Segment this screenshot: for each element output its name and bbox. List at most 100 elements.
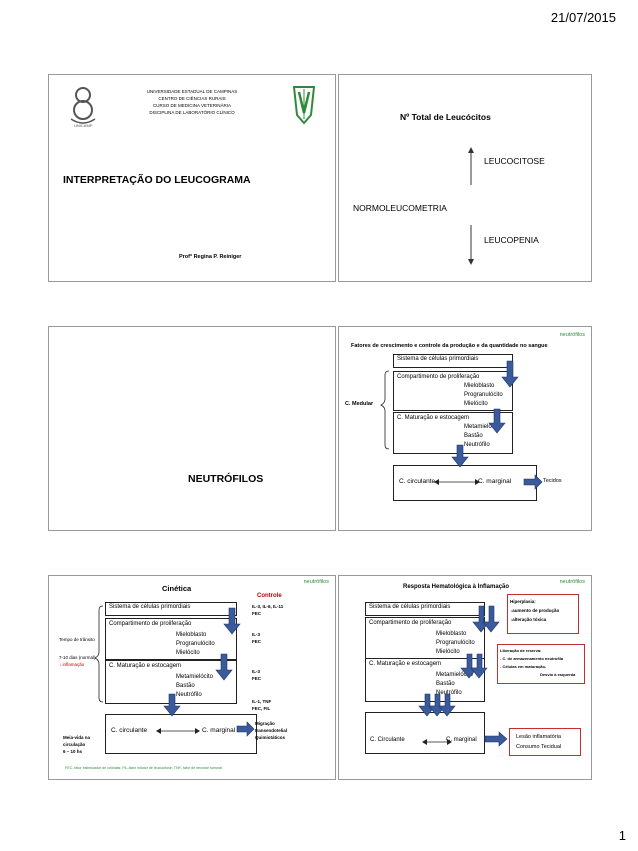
half-life-line: circulação — [63, 742, 86, 747]
cell-label: Bastão — [176, 683, 195, 689]
circ-label: C. Circulante — [370, 737, 405, 743]
maturation-box: C. Maturação e estocagem Metamielócito B… — [365, 658, 485, 702]
prolif-cells: Mieloblasto Progranulócito Mielócito — [464, 382, 503, 409]
cell-label: Neutrófilo — [464, 442, 490, 448]
marg-label: C. marginal — [202, 727, 236, 734]
slide-neutrophils: NEUTRÓFILOS — [48, 326, 336, 531]
marg-label: C. marginal — [446, 737, 477, 743]
footnote: FEC- fator estimulador de colônias; FIL-… — [65, 766, 222, 770]
stem-cell-box: Sistema de células primordiais — [393, 354, 513, 368]
hyperplasia-line: ↓aumento de produção — [510, 608, 560, 613]
matur-cells: Metamielócito Bastão Neutrófilo — [436, 671, 473, 698]
cell-label: Mielócito — [436, 649, 460, 655]
cell-label: Mielócito — [176, 650, 200, 656]
migration-line: Migração — [255, 721, 275, 726]
circulation-box: C. circulante C. marginal — [393, 465, 537, 501]
institution-line: DISCIPLINA DE LABORATÓRIO CLÍNICO — [149, 110, 235, 115]
unicamp-logo-icon — [70, 87, 96, 124]
stem-label: Sistema de células primordiais — [369, 604, 451, 610]
slide-title-text: INTERPRETAÇÃO DO LEUCOGRAMA — [63, 174, 251, 186]
cell-label: Mieloblasto — [464, 383, 495, 389]
proliferation-box: Compartimento de proliferação Mieloblast… — [393, 371, 513, 411]
cell-label: Metamielócito — [464, 424, 502, 430]
cell-label: Progranulócito — [176, 641, 215, 647]
inflammation-note: ↓ inflamação — [59, 662, 85, 667]
reserve-release-box: Liberação de reserva: - C. de armazename… — [497, 644, 585, 684]
half-life-line: 6 – 10 hs — [63, 749, 83, 754]
matur-label: C. Maturação e estocagem — [109, 663, 182, 669]
prolif-label: Compartimento de proliferação — [109, 621, 192, 627]
matur-label: C. Maturação e estocagem — [397, 415, 470, 421]
slide2-title: Nº Total de Leucócitos — [400, 112, 491, 122]
migration-note: Migração transendotelial Quimiotáticos — [255, 720, 287, 741]
half-life-line: Meia-vida na — [63, 735, 91, 740]
prolif-label: Compartimento de proliferação — [397, 374, 480, 380]
topic-tag: neutrófilos — [559, 579, 585, 585]
slide3-title: NEUTRÓFILOS — [188, 473, 264, 485]
control-il3-b: IL-3 FEC — [252, 631, 261, 645]
cell-label: Mieloblasto — [436, 631, 467, 637]
institution-line: UNIVERSIDADE ESTADUAL DE CAMPINAS — [146, 89, 238, 94]
stem-cell-box: Sistema de células primordiais — [365, 602, 485, 616]
migration-line: transendotelial — [255, 728, 288, 733]
prolif-cells: Mieloblasto Progranulócito Mielócito — [176, 631, 215, 658]
topic-tag: neutrófilos — [303, 579, 329, 585]
slide6-title: Resposta Hematológica à Inflamação — [403, 584, 510, 590]
cell-label: Neutrófilo — [176, 692, 202, 698]
stem-cell-box: Sistema de células primordiais — [105, 602, 237, 616]
reserve-release-text: Liberação de reserva: - C. de armazename… — [500, 647, 575, 679]
response-arrows-icon — [418, 605, 508, 747]
circulation-box: C. Circulante C. marginal — [365, 712, 485, 754]
cell-label: Bastão — [464, 433, 483, 439]
prolif-cells: Mieloblasto Progranulócito Mielócito — [436, 630, 475, 657]
control-label: Controle — [257, 593, 282, 599]
range-arrows-icon — [468, 147, 474, 265]
hyperplasia-line: Hiperplasia: — [510, 599, 536, 604]
control-factor: FEC — [252, 676, 261, 681]
control-il1: IL-1, TNF FEC, FIL — [252, 698, 271, 712]
transit-label: Tempo de trânsito — [59, 637, 95, 642]
cell-label: Neutrófilo — [436, 690, 462, 696]
marg-label: C. marginal — [478, 478, 512, 485]
cell-label: Metamielócito — [436, 672, 474, 678]
normoleucometria-label: NORMOLEUCOMETRIA — [353, 203, 447, 213]
release-line: Liberação de reserva: — [500, 648, 542, 653]
document-date: 21/07/2015 — [550, 10, 616, 25]
release-line: - Células em maturação- — [500, 664, 547, 669]
stem-label: Sistema de células primordiais — [109, 604, 191, 610]
circ-label: C. circulante — [399, 478, 436, 485]
cell-label: Progranulócito — [464, 392, 503, 398]
prolif-label: Compartimento de proliferação — [369, 620, 452, 626]
slide-growth-factors: neutrófilos Fatores de crescimento e con… — [338, 326, 592, 531]
control-factor: IL-1, TNF — [252, 699, 272, 704]
hyperplasia-line: ↓alteração tóxica — [510, 617, 547, 622]
cell-label: Bastão — [436, 681, 455, 687]
matur-cells: Metamielócito Bastão Neutrófilo — [464, 423, 501, 450]
proliferation-box: Compartimento de proliferação Mieloblast… — [365, 617, 485, 659]
cell-label: Mielócito — [464, 401, 488, 407]
slide-kinetics: neutrófilos Cinética Controle Sistema de… — [48, 575, 336, 780]
slide-leukocytes: Nº Total de Leucócitos LEUCOCITOSE NORMO… — [338, 74, 592, 282]
slide-inflammation-response: neutrófilos Resposta Hematológica à Infl… — [338, 575, 592, 780]
lesion-box: Lesão inflamatória Consumo Tecidual — [509, 728, 581, 756]
logo-text: UNICAMP — [74, 123, 93, 128]
control-factor: FEC — [252, 639, 261, 644]
matur-cells: Metamielócito Bastão Neutrófilo — [176, 673, 213, 700]
flow-arrows-icon — [380, 360, 543, 490]
control-factor: IL-3, IL-6, IL-11 — [252, 604, 284, 609]
institution-line: CURSO DE MEDICINA VETERINÁRIA — [152, 103, 231, 108]
slide-title: UNICAMP UNIVERSIDADE ESTADUAL DE CAMPINA… — [48, 74, 336, 282]
leucocitose-label: LEUCOCITOSE — [484, 156, 545, 166]
cell-label: Metamielócito — [176, 674, 214, 680]
slide4-title: Fatores de crescimento e controle da pro… — [351, 343, 548, 349]
author: Profª Regina P. Reiniger — [179, 254, 242, 260]
hyperplasia-text: Hiperplasia: ↓aumento de produção ↓alter… — [510, 597, 559, 624]
topic-tag: neutrófilos — [559, 332, 585, 338]
vet-emblem-icon — [292, 86, 316, 125]
control-factor: IL-3 — [252, 632, 261, 637]
control-factor: FEC, FIL — [252, 706, 271, 711]
slide5-title: Cinética — [162, 584, 192, 593]
cell-label: Mieloblasto — [176, 632, 207, 638]
matur-label: C. Maturação e estocagem — [369, 661, 442, 667]
institution-block: UNIVERSIDADE ESTADUAL DE CAMPINAS CENTRO… — [49, 88, 335, 116]
